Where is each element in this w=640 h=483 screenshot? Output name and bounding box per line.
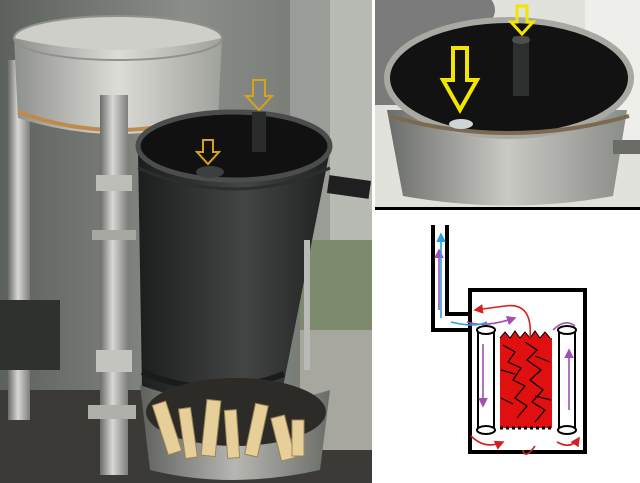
airflow-diagram [375, 210, 640, 483]
panel-divider-vertical [372, 0, 375, 483]
right-tube [557, 325, 577, 435]
cool-flow-arrows [434, 248, 576, 410]
main-stove-photo [0, 0, 372, 483]
detail-arrow-large [439, 46, 481, 115]
fire-chamber [499, 330, 552, 430]
panel-divider-horizontal [375, 207, 640, 210]
main-photo-arrow-right [243, 79, 275, 112]
left-tube [476, 325, 496, 435]
exhaust-flow-arrows [436, 232, 488, 326]
main-stove-photo-image [0, 0, 372, 483]
airflow-diagram-svg [431, 225, 587, 455]
main-photo-arrow-left [194, 139, 222, 166]
detail-arrow-small [507, 4, 537, 37]
detail-interior-photo [375, 0, 640, 207]
detail-interior-photo-image [375, 0, 640, 207]
hot-flow-arrows [470, 304, 580, 455]
